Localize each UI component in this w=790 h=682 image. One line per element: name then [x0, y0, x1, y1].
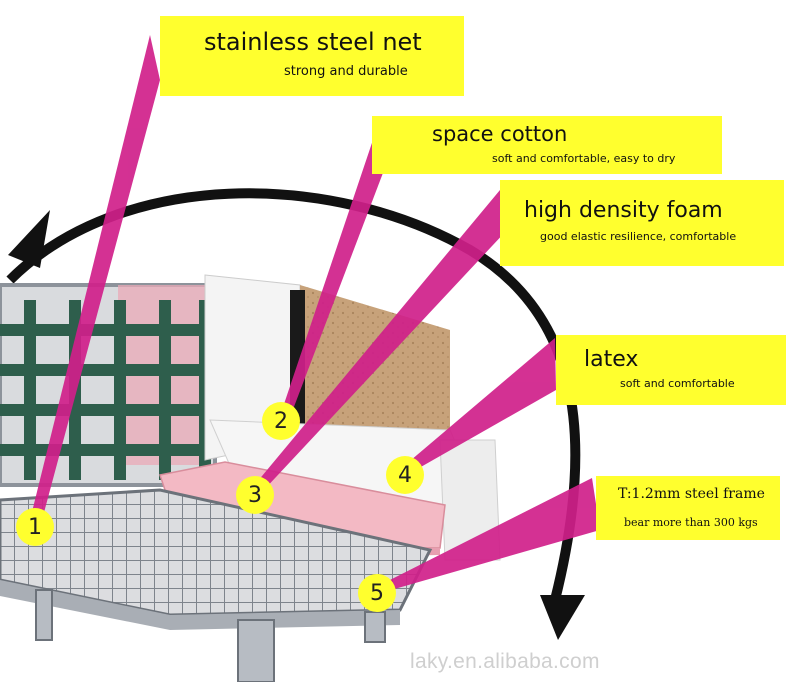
- badge-4: 4: [386, 456, 424, 494]
- watermark: laky.en.alibaba.com: [410, 650, 600, 674]
- badge-5: 5: [358, 574, 396, 612]
- badge-1: 1: [16, 508, 54, 546]
- badge-2: 2: [262, 402, 300, 440]
- callout-title: high density foam: [524, 198, 723, 223]
- callout-subtitle: bear more than 300 kgs: [624, 516, 758, 529]
- back-frame: [0, 285, 215, 485]
- callout-space-cotton: space cotton soft and comfortable, easy …: [372, 116, 722, 174]
- callout-subtitle: soft and comfortable, easy to dry: [492, 152, 675, 165]
- rotation-arrow-head-left: [8, 210, 50, 268]
- rotation-arrow-head-bottom: [540, 595, 585, 640]
- callout-latex: latex soft and comfortable: [556, 335, 786, 405]
- callout-title: stainless steel net: [204, 28, 422, 56]
- callout-subtitle: soft and comfortable: [620, 377, 735, 390]
- callout-steel-frame: T:1.2mm steel frame bear more than 300 k…: [596, 476, 780, 540]
- callout-title: space cotton: [432, 122, 567, 146]
- callout-subtitle: strong and durable: [284, 64, 408, 79]
- callout-stainless-steel-net: stainless steel net strong and durable: [160, 16, 464, 96]
- callout-subtitle: good elastic resilience, comfortable: [540, 230, 736, 243]
- badge-3: 3: [236, 476, 274, 514]
- callout-high-density-foam: high density foam good elastic resilienc…: [500, 180, 784, 266]
- callout-title: T:1.2mm steel frame: [618, 486, 765, 502]
- callout-title: latex: [584, 347, 638, 372]
